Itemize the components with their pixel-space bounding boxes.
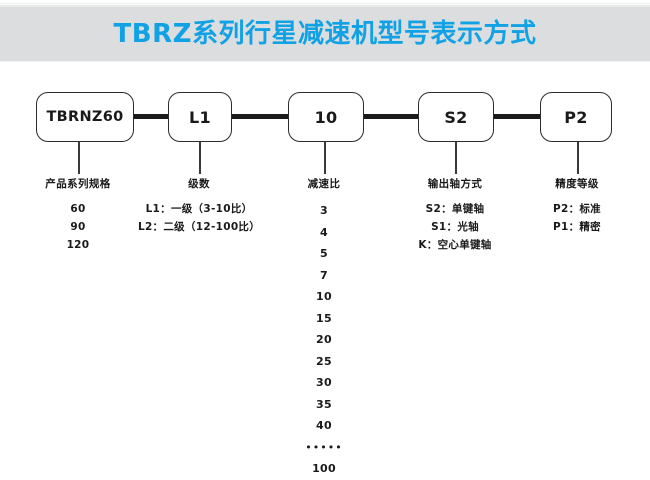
column-ratio-ellipsis: •••••	[305, 440, 343, 454]
column-ratio-line: 35	[316, 397, 332, 411]
column-ratio-line: 3	[320, 204, 328, 217]
code-box-stage-label: L1	[189, 107, 211, 127]
column-stage-heading: 级数	[188, 178, 210, 190]
page-title: TBRZ系列行星减速机型号表示方式	[113, 19, 537, 49]
column-series-line: 90	[70, 221, 86, 233]
column-ratio-line: 40	[316, 419, 332, 432]
column-series-heading: 产品系列规格	[45, 178, 111, 190]
model-code-diagram: TBRNZ60 L1 10 S2 P2 产品系列规格 60 90 120 级数 …	[0, 62, 650, 475]
code-box-series[interactable]: TBRNZ60	[36, 92, 134, 142]
code-box-shaft-label: S2	[444, 107, 468, 127]
column-ratio: 减速比 3 4 5 7 10 15 20 25 30 35 40 ••••• 1…	[264, 176, 384, 480]
column-series-line: 120	[66, 239, 90, 251]
column-precision-line: P2：标准	[552, 203, 601, 215]
column-shaft-line: S2：单键轴	[425, 203, 485, 215]
column-series-line: 60	[70, 203, 86, 215]
connector-ratio-to-shaft	[360, 114, 422, 119]
banner-hairline-second	[0, 5, 650, 6]
banner-hairline-top	[0, 3, 650, 4]
column-stage: 级数 L1：一级（3-10比） L2：二级（12-100比）	[119, 176, 279, 236]
connector-stage-to-ratio	[228, 114, 292, 119]
connector-shaft-to-precision	[490, 114, 544, 119]
column-stage-line: L1：一级（3-10比）	[145, 203, 253, 215]
column-ratio-line: 10	[316, 290, 332, 303]
column-shaft-heading: 输出轴方式	[427, 178, 483, 190]
code-box-shaft[interactable]: S2	[418, 92, 494, 142]
droplink-ratio	[324, 142, 326, 174]
droplink-shaft	[455, 142, 457, 174]
title-banner: TBRZ系列行星减速机型号表示方式	[0, 3, 650, 62]
column-ratio-line: 100	[312, 462, 336, 475]
code-box-precision-label: P2	[564, 107, 588, 127]
column-ratio-line: 7	[320, 268, 328, 282]
column-ratio-line: 15	[316, 311, 332, 325]
column-precision: 精度等级 P2：标准 P1：精密	[512, 176, 642, 236]
column-series: 产品系列规格 60 90 120	[8, 176, 148, 254]
column-ratio-line: 5	[320, 247, 328, 260]
droplink-stage	[199, 142, 201, 174]
connector-series-to-stage	[130, 114, 172, 119]
code-box-series-label: TBRNZ60	[46, 109, 124, 125]
column-precision-line: P1：精密	[552, 221, 601, 233]
column-ratio-line: 4	[320, 225, 328, 239]
column-shaft-line: K：空心单键轴	[418, 239, 492, 251]
column-shaft: 输出轴方式 S2：单键轴 S1：光轴 K：空心单键轴	[385, 176, 525, 254]
droplink-series	[78, 142, 80, 174]
column-ratio-line: 20	[316, 333, 332, 346]
column-shaft-line: S1：光轴	[431, 221, 479, 233]
code-box-ratio[interactable]: 10	[288, 92, 364, 142]
droplink-precision	[577, 142, 579, 174]
column-ratio-line: 25	[316, 354, 332, 368]
code-box-precision[interactable]: P2	[540, 92, 612, 142]
code-box-ratio-label: 10	[314, 107, 338, 127]
column-ratio-heading: 减速比	[307, 178, 341, 190]
column-ratio-line: 30	[316, 376, 332, 389]
code-box-stage[interactable]: L1	[168, 92, 232, 142]
column-precision-heading: 精度等级	[555, 178, 599, 190]
column-stage-line: L2：二级（12-100比）	[137, 221, 261, 233]
